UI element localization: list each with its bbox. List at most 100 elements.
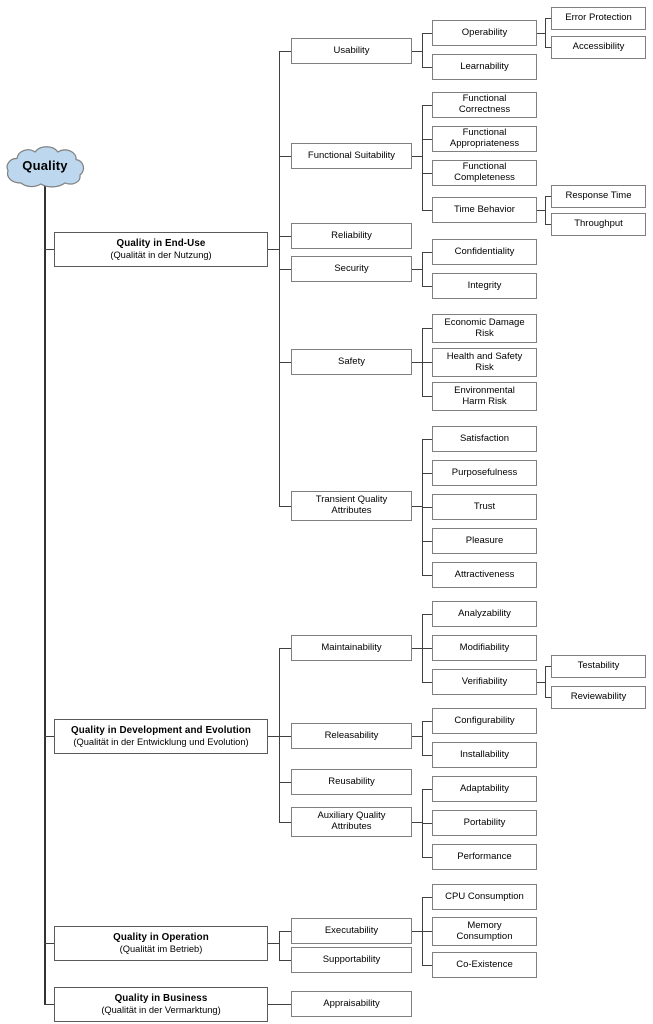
node-label: Throughput xyxy=(574,218,623,230)
connector-end-use-spine xyxy=(279,51,280,506)
connector-transient-out xyxy=(412,506,423,507)
node-label: Memory Consumption xyxy=(456,919,513,942)
connector-stub-dev-evo xyxy=(44,736,55,737)
connector-to-releasability xyxy=(279,736,291,737)
node-label: Economic Damage Risk xyxy=(444,316,525,339)
node-operability[interactable]: Operability xyxy=(432,20,537,46)
node-safety[interactable]: Safety xyxy=(291,349,412,375)
node-integrity[interactable]: Integrity xyxy=(432,273,537,299)
node-installability[interactable]: Installability xyxy=(432,742,537,768)
connector-operability-out xyxy=(537,33,546,34)
node-time-behavior[interactable]: Time Behavior xyxy=(432,197,537,223)
node-modifiability[interactable]: Modifiability xyxy=(432,635,537,661)
node-environmental-harm-risk[interactable]: Environmental Harm Risk xyxy=(432,382,537,411)
node-label: Modifiability xyxy=(459,641,510,653)
connector-to-learnability xyxy=(422,67,433,68)
node-releasability[interactable]: Releasability xyxy=(291,723,412,749)
connector-to-portability xyxy=(422,823,433,824)
node-co-existence[interactable]: Co-Existence xyxy=(432,952,537,978)
connector-to-security xyxy=(279,269,291,270)
node-appraisability[interactable]: Appraisability xyxy=(291,991,412,1017)
node-functional-appropriateness[interactable]: Functional Appropriateness xyxy=(432,126,537,152)
connector-to-adaptability xyxy=(422,789,433,790)
node-label: Transient Quality Attributes xyxy=(315,494,388,516)
node-reusability[interactable]: Reusability xyxy=(291,769,412,795)
node-attractiveness[interactable]: Attractiveness xyxy=(432,562,537,588)
node-supportability[interactable]: Supportability xyxy=(291,947,412,973)
node-economic-damage-risk[interactable]: Economic Damage Risk xyxy=(432,314,537,343)
node-label: Pleasure xyxy=(465,534,504,546)
connector-end-use-out xyxy=(268,249,280,250)
node-label: Purposefulness xyxy=(451,466,518,478)
node-transient-quality-attributes[interactable]: Transient Quality Attributes xyxy=(291,491,412,521)
node-label: Time Behavior xyxy=(454,203,515,215)
node-portability[interactable]: Portability xyxy=(432,810,537,836)
connector-to-environmental-harm-risk xyxy=(422,396,433,397)
node-quality-in-business[interactable]: Quality in Business (Qualität in der Ver… xyxy=(54,987,268,1022)
node-reliability[interactable]: Reliability xyxy=(291,223,412,249)
node-confidentiality[interactable]: Confidentiality xyxy=(432,239,537,265)
connector-to-functional-completeness xyxy=(422,173,433,174)
node-learnability[interactable]: Learnability xyxy=(432,54,537,80)
node-label: Integrity xyxy=(467,279,502,291)
node-auxiliary-quality-attributes[interactable]: Auxiliary Quality Attributes xyxy=(291,807,412,837)
node-memory-consumption[interactable]: Memory Consumption xyxy=(432,917,537,946)
connector-time-behavior-spine xyxy=(545,196,546,224)
connector-fs-out xyxy=(412,156,423,157)
node-analyzability[interactable]: Analyzability xyxy=(432,601,537,627)
node-quality-in-end-use[interactable]: Quality in End-Use (Qualität in der Nutz… xyxy=(54,232,268,267)
node-label: Usability xyxy=(333,44,370,56)
node-quality-in-development-and-evolution[interactable]: Quality in Development and Evolution (Qu… xyxy=(54,719,268,754)
connector-verifiability-out xyxy=(537,682,546,683)
node-quality-in-operation[interactable]: Quality in Operation (Qualität im Betrie… xyxy=(54,926,268,961)
node-configurability[interactable]: Configurability xyxy=(432,708,537,734)
node-reviewability[interactable]: Reviewability xyxy=(551,686,646,709)
root-node-quality[interactable]: Quality xyxy=(4,144,86,190)
connector-to-error-protection xyxy=(545,18,552,19)
node-executability[interactable]: Executability xyxy=(291,918,412,944)
connector-operability-spine xyxy=(545,18,546,48)
connector-security-spine xyxy=(422,252,423,286)
connector-dev-evo-out xyxy=(268,736,280,737)
connector-to-installability xyxy=(422,755,433,756)
node-security[interactable]: Security xyxy=(291,256,412,282)
node-maintainability[interactable]: Maintainability xyxy=(291,635,412,661)
node-label: Functional Completeness xyxy=(454,161,515,183)
connector-business-out xyxy=(268,1004,291,1005)
node-performance[interactable]: Performance xyxy=(432,844,537,870)
node-testability[interactable]: Testability xyxy=(551,655,646,678)
connector-executability-out xyxy=(412,931,423,932)
node-accessibility[interactable]: Accessibility xyxy=(551,36,646,59)
node-pleasure[interactable]: Pleasure xyxy=(432,528,537,554)
node-trust[interactable]: Trust xyxy=(432,494,537,520)
node-functional-correctness[interactable]: Functional Correctness xyxy=(432,92,537,118)
node-functional-completeness[interactable]: Functional Completeness xyxy=(432,160,537,186)
node-label: Verifiability xyxy=(461,675,508,687)
node-label: Supportability xyxy=(322,953,381,965)
connector-to-satisfaction xyxy=(422,439,433,440)
connector-operation-out xyxy=(268,943,280,944)
connector-to-functional-appropriateness xyxy=(422,139,433,140)
node-satisfaction[interactable]: Satisfaction xyxy=(432,426,537,452)
node-functional-suitability[interactable]: Functional Suitability xyxy=(291,143,412,169)
node-label: Analyzability xyxy=(458,607,511,619)
node-response-time[interactable]: Response Time xyxy=(551,185,646,208)
node-cpu-consumption[interactable]: CPU Consumption xyxy=(432,884,537,910)
connector-to-cpu-consumption xyxy=(422,897,433,898)
connector-to-configurability xyxy=(422,721,433,722)
node-throughput[interactable]: Throughput xyxy=(551,213,646,236)
node-label: Health and Safety Risk xyxy=(446,350,523,373)
node-verifiability[interactable]: Verifiability xyxy=(432,669,537,695)
node-label: Appraisability xyxy=(323,997,380,1009)
node-adaptability[interactable]: Adaptability xyxy=(432,776,537,802)
connector-to-accessibility xyxy=(545,47,552,48)
connector-to-time-behavior xyxy=(422,210,433,211)
node-usability[interactable]: Usability xyxy=(291,38,412,64)
node-error-protection[interactable]: Error Protection xyxy=(551,7,646,30)
connector-to-throughput xyxy=(545,224,552,225)
node-health-and-safety-risk[interactable]: Health and Safety Risk xyxy=(432,348,537,377)
connector-stub-business xyxy=(44,1004,55,1005)
node-label: Functional Appropriateness xyxy=(449,127,520,149)
node-purposefulness[interactable]: Purposefulness xyxy=(432,460,537,486)
